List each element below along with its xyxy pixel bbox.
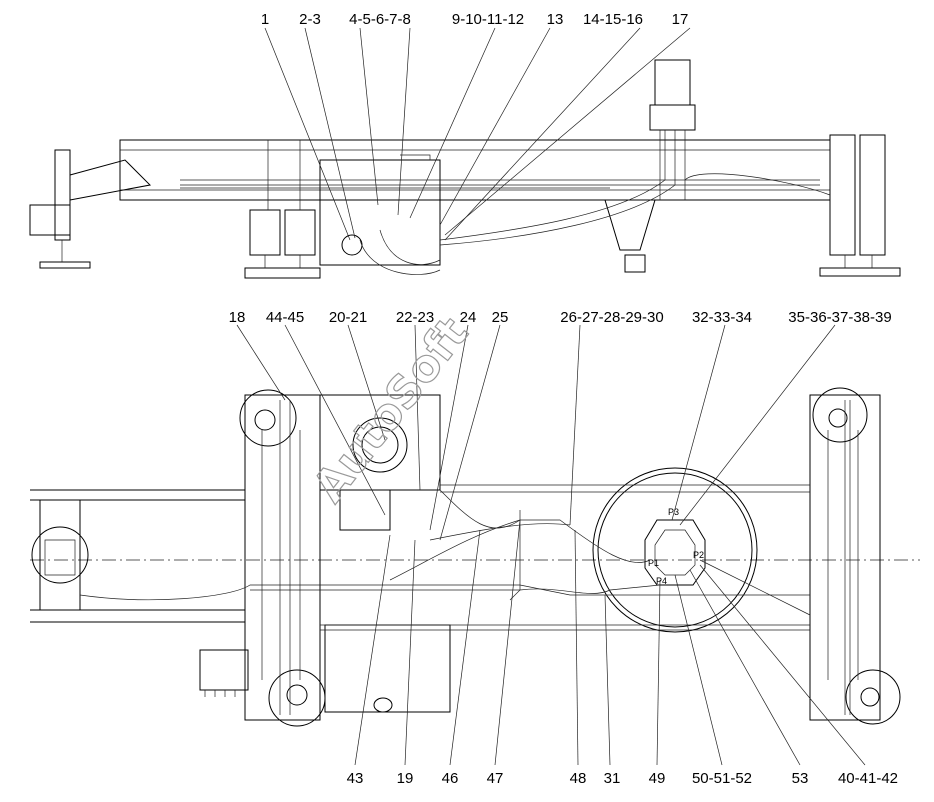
callout-19: 19 bbox=[397, 770, 414, 787]
bottom-view: P1 P2 P3 P4 18 44-45 20-21 22-23 24 25 2… bbox=[30, 309, 920, 787]
callout-4-8: 4-5-6-7-8 bbox=[349, 11, 411, 28]
callout-40-42: 40-41-42 bbox=[838, 770, 898, 787]
callout-14-16: 14-15-16 bbox=[583, 11, 643, 28]
callout-22-23: 22-23 bbox=[396, 309, 434, 326]
bottom-control-box bbox=[199, 649, 249, 697]
callout-50-52: 50-51-52 bbox=[692, 770, 752, 787]
bottom-slewing-ring bbox=[592, 467, 758, 633]
callout-24: 24 bbox=[460, 309, 477, 326]
callout-17: 17 bbox=[672, 11, 689, 28]
bottom-left-outrigger bbox=[239, 389, 326, 727]
bottom-right-outrigger bbox=[809, 387, 901, 725]
callout-1: 1 bbox=[261, 11, 269, 28]
callout-43: 43 bbox=[347, 770, 364, 787]
callout-44-45: 44-45 bbox=[266, 309, 304, 326]
port-p2: P2 bbox=[693, 550, 704, 560]
callout-53: 53 bbox=[792, 770, 809, 787]
callout-26-30: 26-27-28-29-30 bbox=[560, 309, 663, 326]
chassis-rails bbox=[30, 489, 245, 623]
top-right-outrigger bbox=[819, 134, 901, 277]
rotary-valve bbox=[644, 519, 706, 586]
callout-13: 13 bbox=[547, 11, 564, 28]
top-left-jacks bbox=[244, 140, 321, 279]
port-p4: P4 bbox=[656, 576, 667, 586]
callout-20-21: 20-21 bbox=[329, 309, 367, 326]
port-p3: P3 bbox=[668, 507, 679, 517]
top-frame bbox=[119, 139, 831, 201]
callout-48: 48 bbox=[570, 770, 587, 787]
port-p1: P1 bbox=[648, 558, 659, 568]
callout-32-34: 32-33-34 bbox=[692, 309, 752, 326]
callout-2-3: 2-3 bbox=[299, 11, 321, 28]
callout-18: 18 bbox=[229, 309, 246, 326]
callout-49: 49 bbox=[649, 770, 666, 787]
callout-35-39: 35-36-37-38-39 bbox=[788, 309, 891, 326]
top-valve-post bbox=[604, 59, 696, 273]
callout-25: 25 bbox=[492, 309, 509, 326]
callout-9-12: 9-10-11-12 bbox=[452, 11, 524, 28]
callout-46: 46 bbox=[442, 770, 459, 787]
callout-47: 47 bbox=[487, 770, 504, 787]
top-left-outrigger bbox=[29, 149, 152, 269]
bottom-left-end bbox=[31, 499, 89, 611]
callout-31: 31 bbox=[604, 770, 621, 787]
top-view: 1 2-3 4-5-6-7-8 9-10-11-12 13 14-15-16 1… bbox=[29, 11, 901, 279]
